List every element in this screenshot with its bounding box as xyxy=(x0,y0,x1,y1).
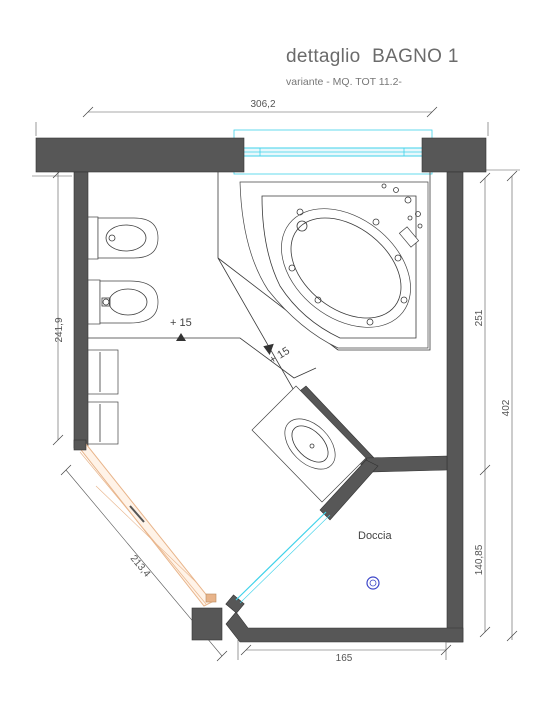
door-frame xyxy=(73,439,87,451)
level-marker-1: + 15 xyxy=(170,317,192,341)
level-triangle-icon xyxy=(176,333,186,341)
wall-door-jamb xyxy=(225,594,245,614)
bathtub-controls xyxy=(381,183,423,248)
bathtub xyxy=(239,181,429,349)
toilet xyxy=(87,279,159,325)
dimension-right-lower-label: 140,85 xyxy=(474,544,485,575)
plan-title: dettaglio BAGNO 1 xyxy=(286,46,459,67)
shower-glass xyxy=(235,511,327,601)
window xyxy=(233,129,433,175)
wall-top-right xyxy=(421,137,487,173)
dimension-top: 306,2 xyxy=(35,99,489,136)
dimension-bottom-label: 165 xyxy=(336,653,353,664)
toilet-flush-icon xyxy=(102,298,110,306)
vanity-sink xyxy=(251,385,367,503)
dimension-left-label: 241,9 xyxy=(54,317,65,342)
level-triangle-icon xyxy=(263,343,274,356)
dimension-left: 241,9 xyxy=(32,167,72,446)
door-handle xyxy=(129,505,145,523)
wall-bottom xyxy=(225,611,464,643)
dimension-right-total-label: 402 xyxy=(501,399,512,416)
entrance-door xyxy=(73,439,217,607)
wall-top-left xyxy=(35,137,245,173)
shower-drain-icon xyxy=(366,576,380,590)
dimension-diagonal-label: 213,4 xyxy=(128,553,153,580)
wall-partition-lower xyxy=(319,459,379,521)
sink-drain-icon xyxy=(309,443,315,449)
level-marker-1-label: + 15 xyxy=(170,317,192,329)
room-label-shower: Doccia xyxy=(358,530,393,542)
dimension-right-total: 402 xyxy=(478,169,520,642)
title-main: BAGNO 1 xyxy=(372,46,459,67)
towel-radiator xyxy=(87,349,119,445)
dimension-right-upper: 251 xyxy=(474,172,491,476)
bidet-drain-icon xyxy=(108,234,116,242)
wall-right xyxy=(446,171,464,643)
dimension-right-upper-label: 251 xyxy=(474,309,485,326)
bidet xyxy=(87,216,159,260)
plan-subtitle: variante - MQ. TOT 11.2- xyxy=(286,76,402,88)
wall-pillar xyxy=(191,607,223,641)
wall-partition-horizontal xyxy=(365,455,448,473)
wall-left xyxy=(73,171,89,449)
dimension-bottom: 165 xyxy=(237,640,452,664)
dimension-right-lower: 140,85 xyxy=(474,470,491,638)
bathtub-jets xyxy=(288,187,421,326)
level-marker-2: + 15 xyxy=(263,343,292,367)
dimension-top-label: 306,2 xyxy=(250,99,275,110)
shower: Doccia xyxy=(235,511,393,604)
bathtub-drain-icon xyxy=(296,220,308,232)
title-prefix: dettaglio xyxy=(286,46,361,67)
